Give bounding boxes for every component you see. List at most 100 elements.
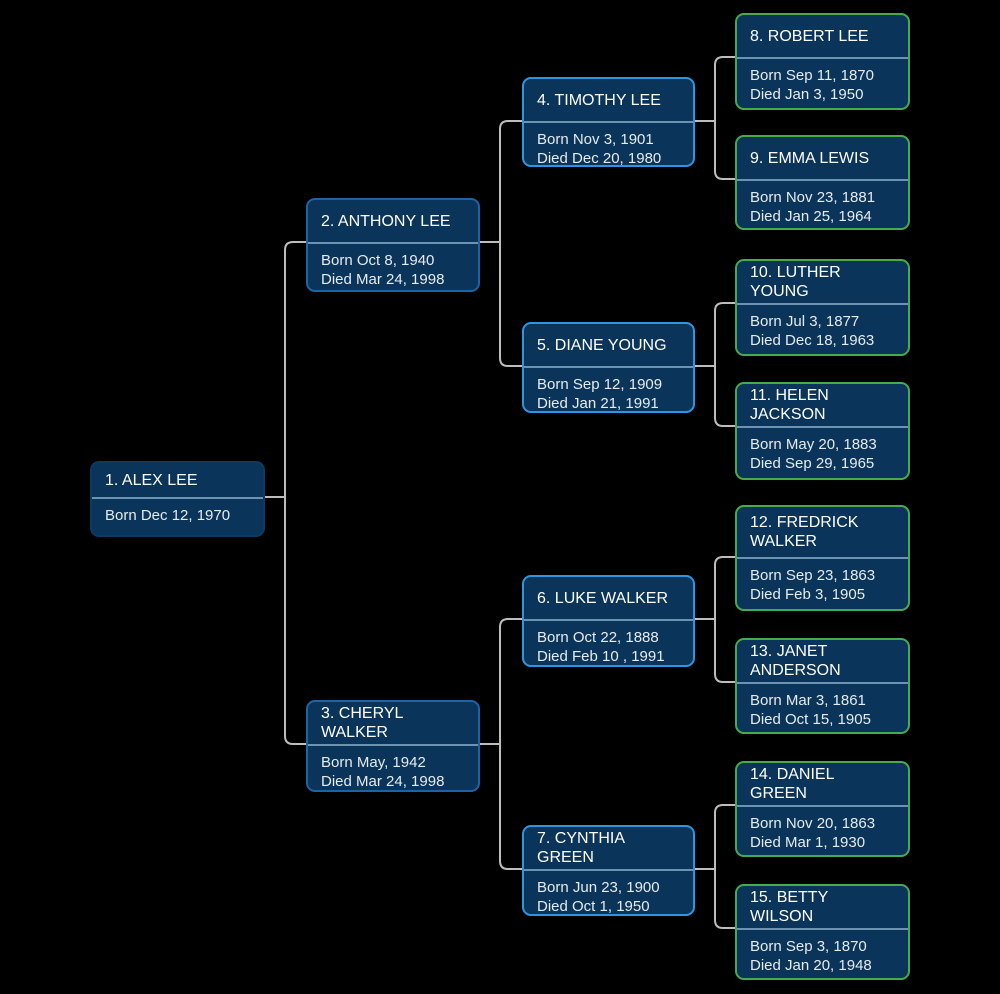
person-name: 7. CYNTHIA GREEN (524, 827, 693, 869)
person-name: 15. BETTY WILSON (737, 886, 908, 928)
divider (308, 744, 478, 746)
person-dates: Born Jun 23, 1900 Died Oct 1, 1950 (524, 871, 693, 915)
died-date: Died Feb 3, 1905 (750, 586, 866, 603)
person-dates: Born Nov 3, 1901 Died Dec 20, 1980 (524, 123, 693, 167)
person-node-11-helen-jackson[interactable]: 11. HELEN JACKSON Born May 20, 1883 Died… (735, 382, 910, 480)
divider (737, 57, 908, 59)
divider (308, 242, 478, 244)
connector-parents-3 (499, 618, 522, 870)
connector-parents-1 (284, 241, 306, 745)
connector-parents-5 (714, 302, 735, 427)
divider (92, 497, 263, 499)
born-date: Born Sep 23, 1863 (750, 567, 876, 584)
divider (524, 121, 693, 123)
person-node-7-cynthia-green[interactable]: 7. CYNTHIA GREEN Born Jun 23, 1900 Died … (522, 825, 695, 916)
born-date: Born Dec 12, 1970 (105, 507, 231, 524)
person-name-label: 4. TIMOTHY LEE (537, 91, 661, 109)
connector-parents-2 (499, 120, 522, 367)
person-name: 5. DIANE YOUNG (524, 324, 693, 366)
person-name-label: 11. HELEN JACKSON (750, 387, 829, 423)
person-dates: Born Dec 12, 1970 (92, 499, 263, 525)
born-date: Born Sep 12, 1909 (537, 376, 663, 393)
divider (737, 805, 908, 807)
person-dates: Born Sep 3, 1870 Died Jan 20, 1948 (737, 930, 908, 975)
person-node-5-diane-young[interactable]: 5. DIANE YOUNG Born Sep 12, 1909 Died Ja… (522, 322, 695, 413)
divider (524, 619, 693, 621)
person-name-label: 9. EMMA LEWIS (750, 149, 870, 167)
person-dates: Born Sep 12, 1909 Died Jan 21, 1991 (524, 368, 693, 412)
person-name: 1. ALEX LEE (92, 463, 263, 497)
person-name-label: 13. JANET ANDERSON (750, 643, 841, 679)
divider (737, 928, 908, 930)
connector-parents-4 (714, 56, 735, 180)
born-date: Born Nov 20, 1863 (750, 815, 876, 832)
died-date: Died Dec 20, 1980 (537, 150, 662, 167)
divider (737, 179, 908, 181)
died-date: Died Mar 24, 1998 (321, 271, 445, 288)
born-date: Born Mar 3, 1861 (750, 692, 866, 709)
died-date: Died Feb 10 , 1991 (537, 648, 665, 665)
born-date: Born May 20, 1883 (750, 436, 877, 453)
person-name: 4. TIMOTHY LEE (524, 79, 693, 121)
person-name-label: 1. ALEX LEE (105, 471, 198, 489)
died-date: Died Dec 18, 1963 (750, 332, 875, 349)
born-date: Born Jul 3, 1877 (750, 313, 860, 330)
person-node-8-robert-lee[interactable]: 8. ROBERT LEE Born Sep 11, 1870 Died Jan… (735, 13, 910, 110)
person-name: 3. CHERYL WALKER (308, 702, 478, 744)
died-date: Died Jan 21, 1991 (537, 395, 659, 412)
divider (524, 366, 693, 368)
born-date: Born Jun 23, 1900 (537, 879, 660, 896)
person-node-3-cheryl-walker[interactable]: 3. CHERYL WALKER Born May, 1942 Died Mar… (306, 700, 480, 792)
person-name-label: 5. DIANE YOUNG (537, 336, 667, 354)
born-date: Born May, 1942 (321, 754, 426, 771)
born-date: Born Oct 22, 1888 (537, 629, 659, 646)
person-name: 6. LUKE WALKER (524, 577, 693, 619)
person-name: 8. ROBERT LEE (737, 15, 908, 57)
person-dates: Born Sep 23, 1863 Died Feb 3, 1905 (737, 559, 908, 604)
person-name-label: 7. CYNTHIA GREEN (537, 830, 625, 866)
divider (737, 682, 908, 684)
person-node-4-timothy-lee[interactable]: 4. TIMOTHY LEE Born Nov 3, 1901 Died Dec… (522, 77, 695, 167)
connector-parents-6 (714, 556, 735, 683)
person-dates: Born Mar 3, 1861 Died Oct 15, 1905 (737, 684, 908, 729)
person-name: 9. EMMA LEWIS (737, 137, 908, 179)
person-name-label: 10. LUTHER YOUNG (750, 264, 841, 300)
divider (524, 869, 693, 871)
person-node-12-fredrick-walker[interactable]: 12. FREDRICK WALKER Born Sep 23, 1863 Di… (735, 505, 910, 611)
person-name-label: 14. DANIEL GREEN (750, 766, 834, 802)
connector-parents-7 (714, 804, 735, 929)
person-name-label: 8. ROBERT LEE (750, 27, 869, 45)
died-date: Died Mar 24, 1998 (321, 773, 445, 790)
divider (737, 426, 908, 428)
person-dates: Born May 20, 1883 Died Sep 29, 1965 (737, 428, 908, 473)
person-node-13-janet-anderson[interactable]: 13. JANET ANDERSON Born Mar 3, 1861 Died… (735, 638, 910, 734)
born-date: Born Sep 3, 1870 (750, 938, 867, 955)
person-name-label: 3. CHERYL WALKER (321, 705, 403, 741)
person-node-2-anthony-lee[interactable]: 2. ANTHONY LEE Born Oct 8, 1940 Died Mar… (306, 198, 480, 292)
died-date: Died Sep 29, 1965 (750, 455, 875, 472)
person-node-1-alex-lee[interactable]: 1. ALEX LEE Born Dec 12, 1970 (90, 461, 265, 537)
person-node-14-daniel-green[interactable]: 14. DANIEL GREEN Born Nov 20, 1863 Died … (735, 761, 910, 857)
person-node-15-betty-wilson[interactable]: 15. BETTY WILSON Born Sep 3, 1870 Died J… (735, 884, 910, 980)
person-dates: Born Jul 3, 1877 Died Dec 18, 1963 (737, 305, 908, 350)
died-date: Died Mar 1, 1930 (750, 834, 866, 851)
born-date: Born Nov 23, 1881 (750, 189, 876, 206)
divider (737, 557, 908, 559)
person-name: 13. JANET ANDERSON (737, 640, 908, 682)
born-date: Born Nov 3, 1901 (537, 131, 654, 148)
person-node-9-emma-lewis[interactable]: 9. EMMA LEWIS Born Nov 23, 1881 Died Jan… (735, 135, 910, 230)
died-date: Died Oct 1, 1950 (537, 898, 650, 915)
divider (737, 303, 908, 305)
died-date: Died Jan 25, 1964 (750, 208, 872, 225)
person-name: 11. HELEN JACKSON (737, 384, 908, 426)
person-name-label: 6. LUKE WALKER (537, 589, 669, 607)
person-node-6-luke-walker[interactable]: 6. LUKE WALKER Born Oct 22, 1888 Died Fe… (522, 575, 695, 667)
person-dates: Born Sep 11, 1870 Died Jan 3, 1950 (737, 59, 908, 104)
died-date: Died Jan 20, 1948 (750, 957, 872, 974)
born-date: Born Sep 11, 1870 (750, 67, 874, 84)
person-dates: Born Nov 20, 1863 Died Mar 1, 1930 (737, 807, 908, 852)
person-name: 12. FREDRICK WALKER (737, 507, 908, 557)
person-node-10-luther-young[interactable]: 10. LUTHER YOUNG Born Jul 3, 1877 Died D… (735, 259, 910, 356)
